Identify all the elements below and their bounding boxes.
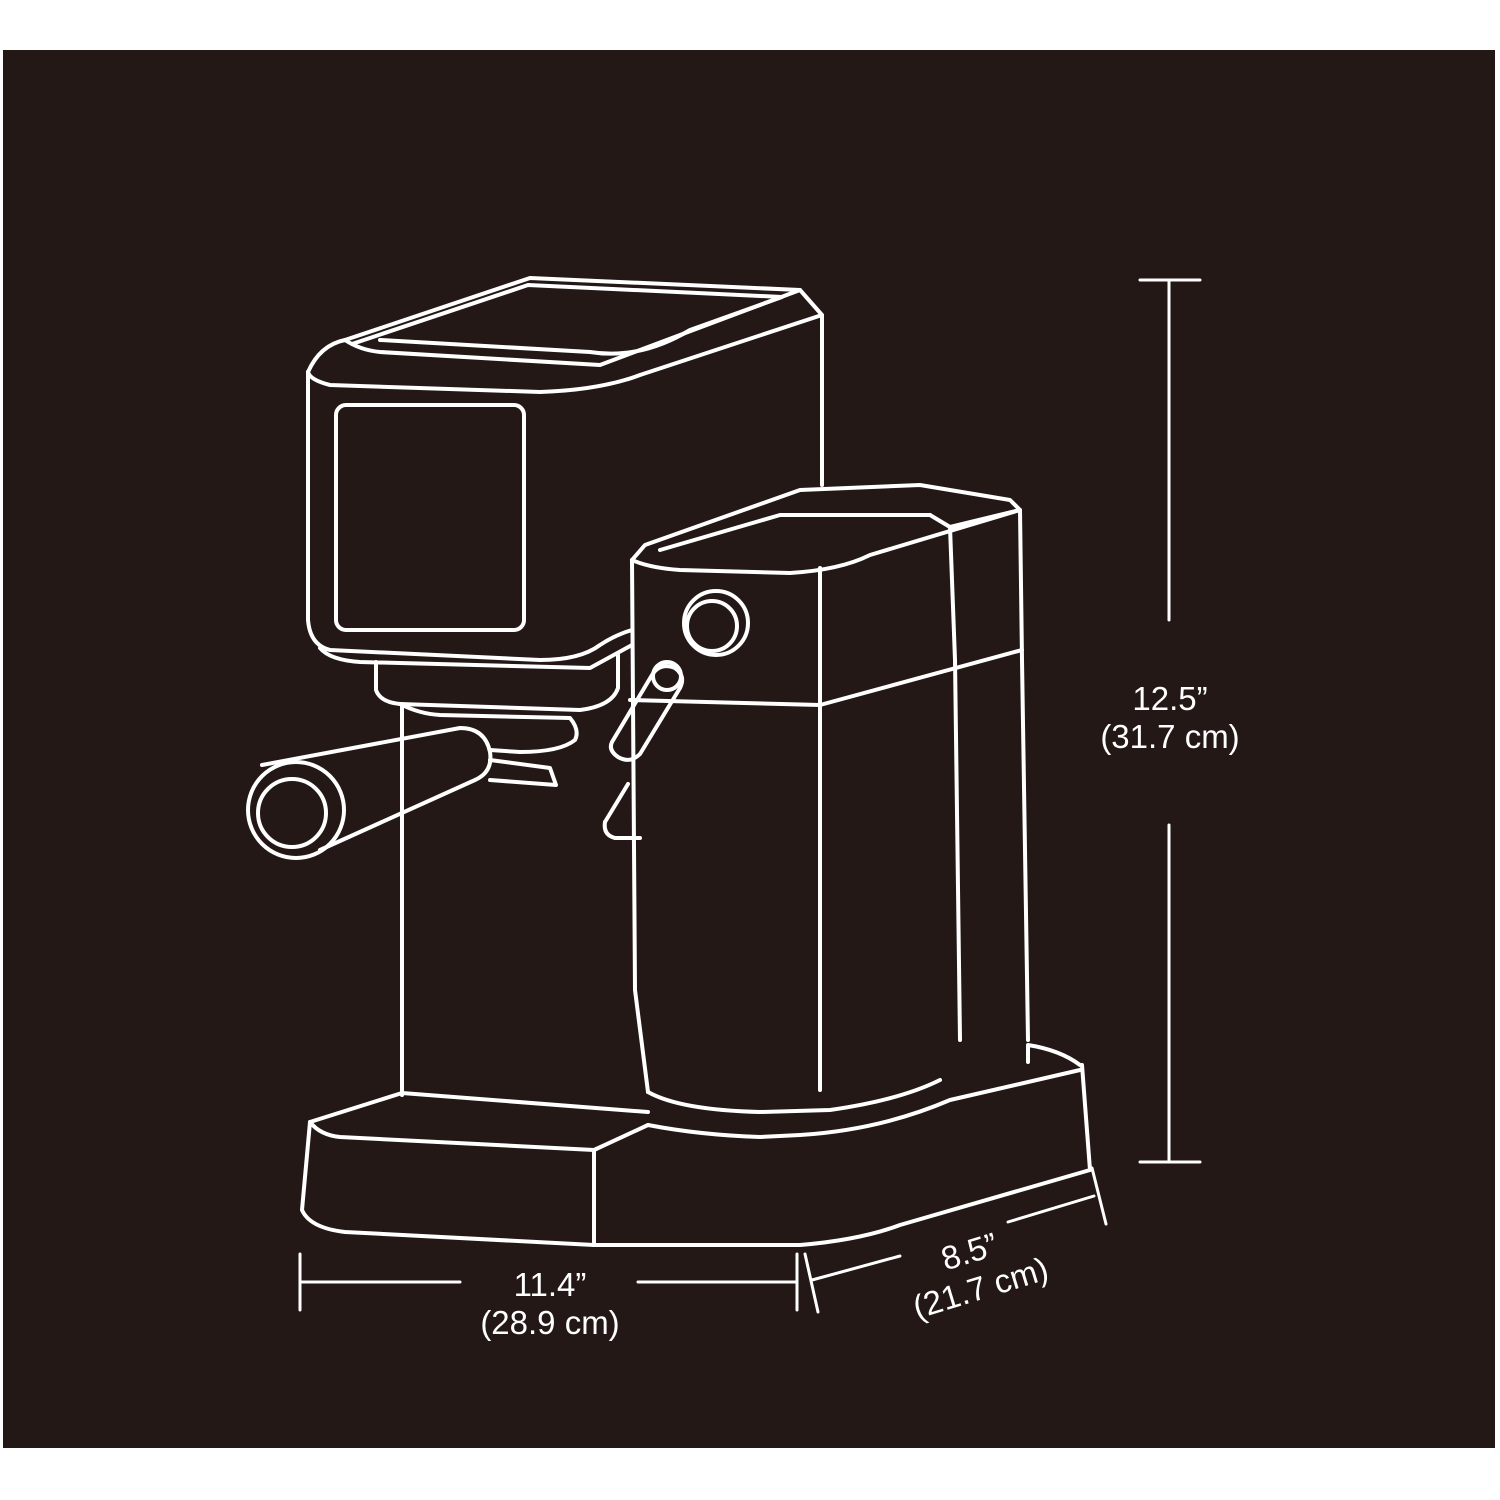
width-metric: (28.9 cm) bbox=[480, 1304, 620, 1341]
diagram-panel bbox=[3, 50, 1495, 1448]
display-screen-outline bbox=[334, 403, 526, 632]
steam-wand bbox=[602, 660, 685, 840]
depth-dimension-line bbox=[803, 1166, 1108, 1314]
side-column bbox=[628, 483, 1030, 1114]
width-dimension-line bbox=[298, 1252, 799, 1312]
height-imperial: 12.5” bbox=[1132, 680, 1208, 717]
machine-head bbox=[306, 276, 824, 670]
portafilter bbox=[246, 653, 620, 1097]
height-metric: (31.7 cm) bbox=[1100, 718, 1240, 755]
height-dimension-line bbox=[1138, 278, 1202, 1164]
width-dimension-label: 11.4” (28.9 cm) bbox=[440, 1266, 660, 1342]
height-dimension-label: 12.5” (31.7 cm) bbox=[1070, 680, 1270, 756]
width-imperial: 11.4” bbox=[513, 1266, 587, 1303]
machine-base bbox=[300, 1043, 1092, 1247]
